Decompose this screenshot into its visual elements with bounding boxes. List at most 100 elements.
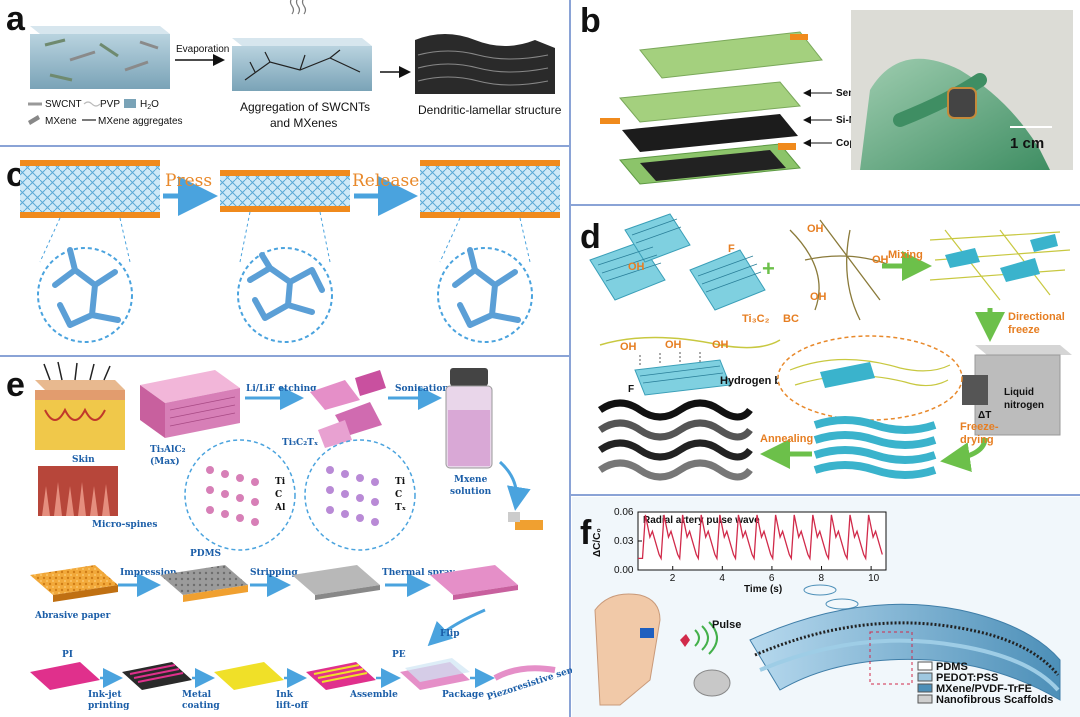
- legend-pedot-pss: PEDOT:PSS: [936, 672, 998, 684]
- label-inkjet-1: Ink-jet: [88, 690, 122, 700]
- label-assemble: Assemble: [349, 690, 398, 700]
- label-release: Release: [352, 171, 419, 191]
- atom-ti-2: Ti: [395, 477, 406, 487]
- legend-mxene: MXene: [45, 116, 77, 127]
- chart-xlabel: Time (s): [744, 584, 782, 595]
- fiber-coil-icon: [693, 669, 731, 697]
- label-liquid: Liquid: [1004, 387, 1034, 398]
- label-thermal-spray: Thermal spray: [382, 568, 456, 578]
- label-delta-t: ΔT: [978, 410, 991, 421]
- x-tick-label: 4: [719, 573, 725, 584]
- skin-block: [35, 361, 125, 450]
- atom-c-1: C: [275, 490, 282, 500]
- label-directional: Directional: [1008, 311, 1065, 323]
- label-oh-2: OH: [807, 223, 824, 235]
- lattice-circle-2: [304, 439, 416, 551]
- liquid-nitrogen-box: [962, 345, 1072, 436]
- atom-c-2: C: [395, 490, 402, 500]
- label-oh-6: OH: [665, 339, 682, 351]
- zoom-circle-2: [237, 211, 333, 343]
- label-scale-1cm: 1 cm: [1010, 135, 1044, 152]
- label-ink-2: lift-off: [276, 701, 309, 711]
- label-evaporation: Evaporation: [176, 44, 229, 55]
- inkjet-film: [122, 662, 192, 690]
- sample-uncompressed: [20, 160, 160, 218]
- label-stripping: Stripping: [250, 568, 298, 578]
- legend-nanofibrous: Nanofibrous Scaffolds: [936, 694, 1053, 706]
- label-max: (Max): [150, 456, 180, 467]
- label-aggregation-2: and MXenes: [270, 116, 337, 130]
- steam-icon: [289, 0, 307, 15]
- label-oh-3: OH: [872, 254, 889, 266]
- y-tick-label: 0.00: [614, 565, 634, 576]
- bc-fibers: [789, 219, 891, 321]
- label-oh-1: OH: [628, 261, 645, 273]
- lattice-circle-1: [184, 439, 296, 551]
- legend-mxene-pvdf: MXene/PVDF-TrFE: [936, 683, 1032, 695]
- label-impression: Impression: [120, 568, 177, 578]
- label-pe: PE: [392, 650, 406, 660]
- label-freeze-drying-2: drying: [960, 434, 994, 446]
- wrist-illustration: [594, 593, 661, 706]
- impressed-pdms: [160, 565, 248, 602]
- atom-al-1: Al: [274, 503, 286, 513]
- label-ti3c2-d: Ti₃C₂: [742, 313, 770, 325]
- panel-letter-f: f: [580, 514, 592, 552]
- dendritic-structure: [415, 34, 555, 94]
- ti3alc2-block: [140, 370, 240, 438]
- label-f-2: F: [628, 384, 634, 395]
- sprayed-pdms: [430, 565, 518, 600]
- arrow-vial-to-spray: [498, 460, 531, 511]
- series-line-pulse: [638, 514, 883, 561]
- mxene-flakes: [310, 370, 386, 448]
- flexible-sensor-layers: [749, 603, 1061, 701]
- label-oh-5: OH: [620, 341, 637, 353]
- panel-c: c Press Release: [6, 156, 560, 343]
- annealed-lamellae: [597, 399, 753, 481]
- abrasive-paper: [30, 565, 118, 602]
- legend-h2o: H2O: [140, 99, 159, 111]
- label-skin: Skin: [72, 455, 95, 465]
- sample-released: [420, 160, 560, 218]
- lamellar-structure: [813, 416, 937, 479]
- mxene-legend-swatch: [28, 115, 40, 125]
- plus-icon: +: [762, 256, 775, 281]
- label-mixing: Mixing: [888, 249, 923, 261]
- label-mxene-solution-1: Mxene: [454, 475, 488, 485]
- atom-tx-2: Tₓ: [395, 503, 406, 513]
- panel-f: f Radial artery pulse wave ΔC/C₀ Time (s…: [572, 497, 1080, 717]
- panel-b: b Semipermeable film Si-MAP Copper elect…: [580, 2, 1073, 185]
- atom-ti-1: Ti: [275, 477, 286, 487]
- label-bc: BC: [783, 313, 799, 325]
- panel-letter-b: b: [580, 2, 601, 40]
- label-aggregation-1: Aggregation of SWCNTs: [240, 100, 370, 114]
- stripped-pdms: [292, 565, 380, 600]
- packaged-sensor: [493, 665, 556, 681]
- label-nitrogen: nitrogen: [1004, 400, 1044, 411]
- y-tick-label: 0.03: [614, 536, 634, 547]
- aggregation-box: [232, 38, 372, 91]
- panel-e: e Skin Micro-spines Ti₃AlC₂ (Max) Li/LiF…: [6, 361, 590, 711]
- device-stack: [600, 31, 823, 185]
- panel-letter-d: d: [580, 218, 601, 256]
- label-micro-spines: Micro-spines: [92, 520, 157, 530]
- x-tick-label: 2: [670, 573, 676, 584]
- layer-legend: [917, 661, 933, 704]
- legend-pdms: PDMS: [936, 661, 968, 673]
- gloved-hand-photo: [851, 10, 1073, 170]
- label-sonication: Sonication: [395, 384, 449, 394]
- label-pulse: Pulse: [712, 619, 741, 631]
- pi-film: [30, 662, 100, 690]
- lamellar-zoom-ellipse: [777, 335, 963, 421]
- mixed-dispersion: [929, 229, 1071, 301]
- liftoff-film: [306, 662, 376, 690]
- y-tick-label: 0.06: [614, 507, 634, 518]
- x-tick-label: 6: [769, 573, 775, 584]
- ring-2: [825, 598, 859, 610]
- hydrogen-bond-layer: [599, 336, 781, 396]
- label-annealing: Annealing: [760, 433, 813, 445]
- mxene-vial: [445, 368, 493, 469]
- label-mxene-solution-2: solution: [450, 487, 492, 497]
- legend-mxene-aggregates: MXene aggregates: [98, 116, 183, 127]
- chart-title: Radial artery pulse wave: [643, 515, 760, 526]
